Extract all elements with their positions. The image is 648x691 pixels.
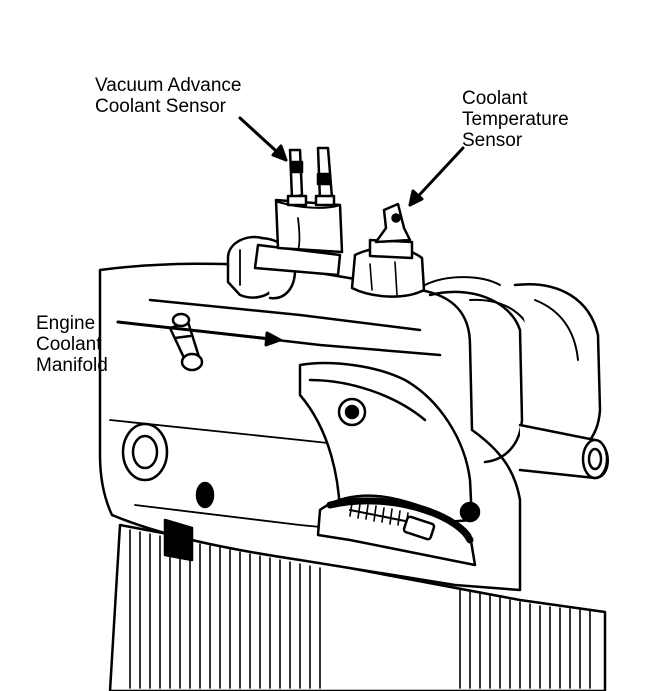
coolant-outlet-elbow: [298, 361, 481, 527]
label-line: Engine: [36, 313, 96, 334]
vacuum-advance-coolant-sensor-label: Vacuum Advance Coolant Sensor: [95, 75, 241, 117]
vacuum-advance-coolant-sensor: [253, 146, 344, 277]
label-line: Coolant: [462, 88, 528, 109]
arrow-vacuum-sensor: [238, 116, 288, 162]
engine-coolant-manifold-label: Engine Coolant Manifold: [36, 313, 108, 376]
leader-arrows: [116, 116, 465, 347]
label-line: Sensor: [462, 130, 523, 151]
label-line: Vacuum Advance: [95, 75, 242, 96]
label-line: Coolant: [36, 334, 102, 355]
label-line: Manifold: [36, 355, 108, 376]
label-line: Coolant Sensor: [95, 96, 226, 117]
coolant-temperature-sensor-label: Coolant Temperature Sensor: [462, 88, 569, 151]
arrow-manifold: [116, 320, 282, 347]
lower-engine-block: [108, 523, 607, 691]
arrow-temp-sensor: [408, 146, 465, 207]
hose-clamp: [316, 494, 477, 567]
coolant-temperature-sensor: [350, 202, 426, 298]
manifold-nipple-fitting: [168, 312, 204, 372]
label-line: Temperature: [462, 109, 569, 130]
left-bolt-heads: [121, 422, 215, 562]
